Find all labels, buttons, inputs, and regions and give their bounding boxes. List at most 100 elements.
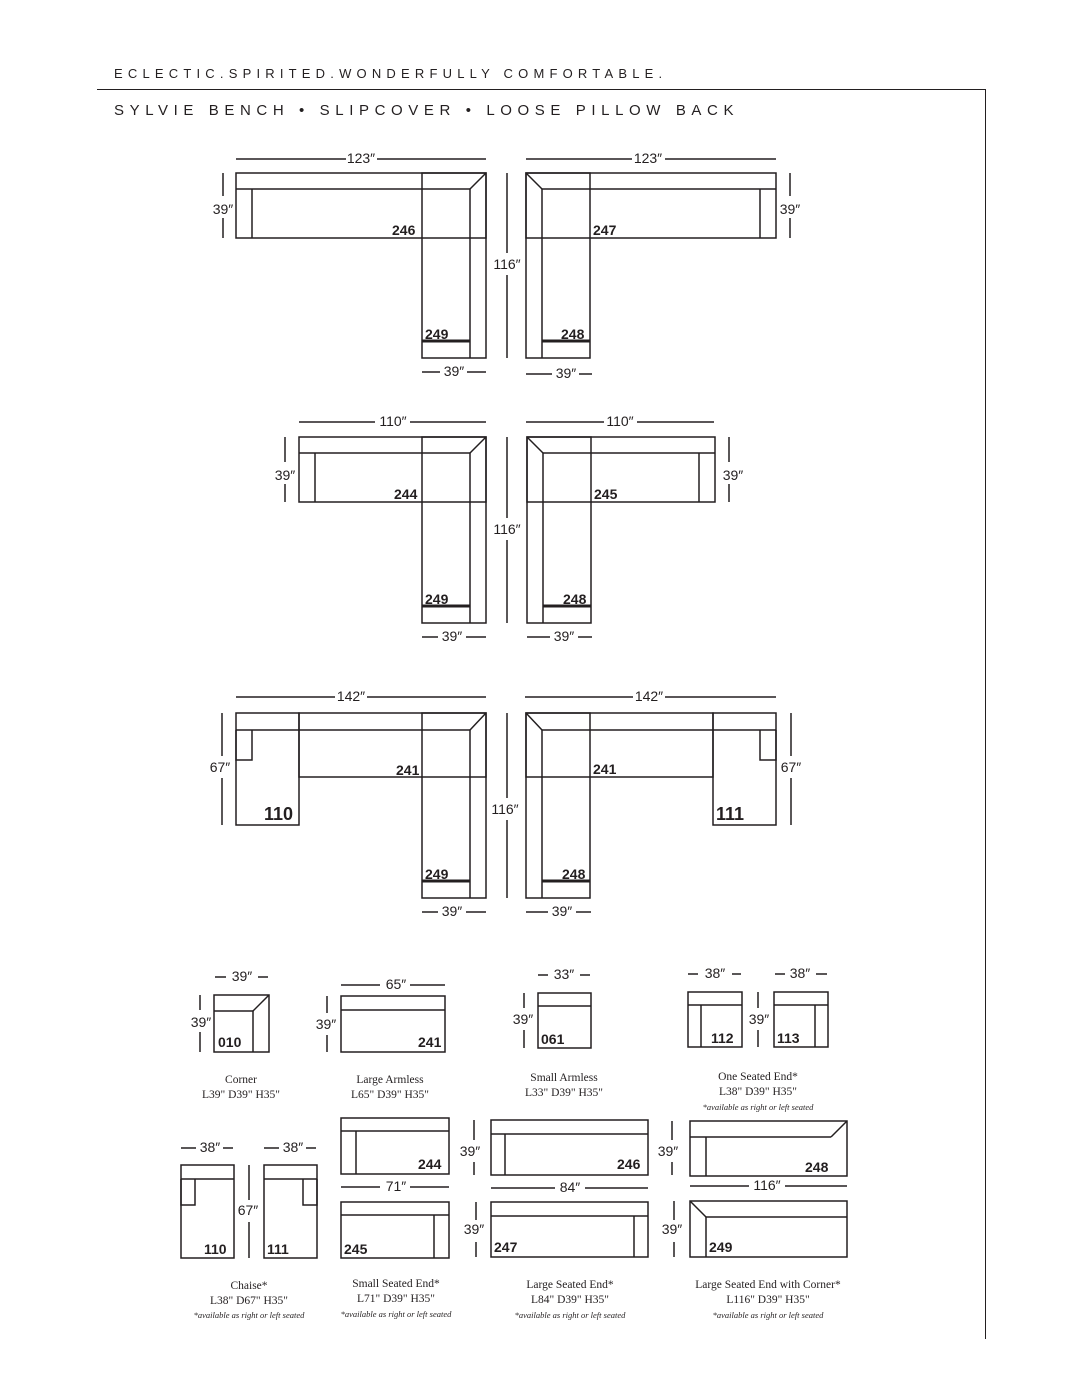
width-label: 142″ bbox=[337, 688, 365, 704]
piece-label: 244 bbox=[394, 486, 418, 502]
piece-large-armless: 65″ 39″ 241 Large Armless L65" D39" H35" bbox=[316, 976, 446, 1101]
depth-label: 67″ bbox=[238, 1202, 259, 1218]
piece-code: 247 bbox=[494, 1239, 518, 1255]
piece-note: *available as right or left seated bbox=[703, 1102, 814, 1112]
piece-label: 248 bbox=[563, 591, 587, 607]
piece-code: 111 bbox=[267, 1241, 289, 1257]
config-110-right: 110″ 39″ 245 248 39″ bbox=[526, 413, 743, 644]
width-label: 110″ bbox=[606, 413, 633, 429]
piece-corner: 39″ 39″ 010 Corner L39" D39" H35" bbox=[191, 968, 280, 1101]
piece-dims: L38" D39" H35" bbox=[719, 1086, 797, 1098]
piece-code: 110 bbox=[204, 1241, 227, 1257]
piece-note: *available as right or left seated bbox=[515, 1310, 626, 1320]
piece-label: 246 bbox=[392, 222, 416, 238]
piece-label: 110 bbox=[264, 804, 293, 824]
width-label: 38″ bbox=[200, 1139, 221, 1155]
config-110-left: 110″ 39″ 244 249 39″ bbox=[275, 413, 487, 644]
piece-code: 248 bbox=[805, 1159, 829, 1175]
piece-large-seated-end-corner: 39″ 248 116″ 39″ 249 Large Seated End wi… bbox=[658, 1120, 848, 1320]
height-label: 116″ bbox=[493, 256, 520, 272]
depth-label: 39″ bbox=[723, 467, 744, 483]
width-label: 110″ bbox=[379, 413, 406, 429]
piece-name: Small Seated End* bbox=[352, 1278, 440, 1290]
width-label: 38″ bbox=[283, 1139, 304, 1155]
depth-label: 39″ bbox=[316, 1016, 337, 1032]
width-label: 123″ bbox=[634, 150, 662, 166]
depth-label: 39″ bbox=[275, 467, 296, 483]
piece-dims: L65" D39" H35" bbox=[351, 1089, 429, 1101]
depth-label: 39″ bbox=[749, 1011, 770, 1027]
piece-label: 241 bbox=[593, 761, 617, 777]
height-label: 116″ bbox=[491, 801, 518, 817]
piece-name: Large Seated End with Corner* bbox=[695, 1279, 841, 1291]
leg-label: 39″ bbox=[552, 903, 573, 919]
piece-dims: L38" D67" H35" bbox=[210, 1295, 288, 1307]
piece-dims: L33" D39" H35" bbox=[525, 1087, 603, 1099]
leg-label: 39″ bbox=[442, 628, 463, 644]
piece-dims: L116" D39" H35" bbox=[726, 1294, 809, 1306]
page-title: SYLVIE BENCH • SLIPCOVER • LOOSE PILLOW … bbox=[114, 102, 740, 119]
piece-name: Large Seated End* bbox=[526, 1279, 614, 1291]
width-label: 38″ bbox=[790, 965, 811, 981]
height-label: 116″ bbox=[493, 521, 520, 537]
piece-large-seated-end: 39″ 246 84″ 39″ 247 Large Seated End* L8… bbox=[460, 1119, 649, 1320]
leg-label: 39″ bbox=[554, 628, 575, 644]
width-label: 39″ bbox=[232, 968, 253, 984]
config-123-height: 116″ bbox=[493, 173, 521, 358]
config-110-height: 116″ bbox=[493, 437, 521, 623]
piece-name: Corner bbox=[225, 1074, 257, 1086]
piece-label: 247 bbox=[593, 222, 617, 238]
depth-label: 39″ bbox=[658, 1143, 679, 1159]
depth-label: 39″ bbox=[513, 1011, 534, 1027]
piece-dims: L39" D39" H35" bbox=[202, 1089, 280, 1101]
piece-name: Large Armless bbox=[356, 1074, 424, 1086]
header-rule bbox=[97, 89, 986, 90]
piece-note: *available as right or left seated bbox=[713, 1310, 824, 1320]
depth-label: 39″ bbox=[464, 1221, 485, 1237]
piece-code: 113 bbox=[777, 1030, 800, 1046]
leg-label: 39″ bbox=[556, 365, 577, 381]
config-142-height: 116″ bbox=[491, 713, 519, 898]
leg-label: 39″ bbox=[442, 903, 463, 919]
width-label: 65″ bbox=[386, 976, 407, 992]
leg-label: 39″ bbox=[444, 363, 465, 379]
depth-label: 39″ bbox=[460, 1143, 481, 1159]
depth-label: 39″ bbox=[780, 201, 801, 217]
right-border-rule bbox=[985, 89, 986, 1339]
piece-code: 112 bbox=[711, 1030, 734, 1046]
config-123-right: 123″ 39″ 247 248 39″ bbox=[525, 150, 801, 381]
piece-small-seated-end: 244 71″ 245 Small Seated End* L71" D39" … bbox=[340, 1117, 452, 1319]
width-label: 123″ bbox=[347, 150, 375, 166]
piece-small-armless: 33″ 39″ 061 Small Armless L33" D39" H35" bbox=[513, 966, 603, 1099]
piece-label: 245 bbox=[594, 486, 618, 502]
depth-label: 39″ bbox=[191, 1014, 212, 1030]
piece-code: 061 bbox=[541, 1031, 565, 1047]
piece-label: 249 bbox=[425, 326, 449, 342]
piece-code: 249 bbox=[709, 1239, 733, 1255]
piece-code: 010 bbox=[218, 1034, 242, 1050]
piece-code: 244 bbox=[418, 1156, 442, 1172]
config-142-right: 142″ 67″ 111 241 248 39″ bbox=[525, 688, 801, 919]
piece-code: 245 bbox=[344, 1241, 368, 1257]
piece-chaise: 38″ 38″ 67″ 110 111 Chaise* L38" D67" H3… bbox=[180, 1139, 318, 1320]
piece-note: *available as right or left seated bbox=[194, 1310, 305, 1320]
width-label: 84″ bbox=[560, 1179, 581, 1195]
depth-label: 67″ bbox=[210, 759, 231, 775]
tagline: ECLECTIC.SPIRITED.WONDERFULLY COMFORTABL… bbox=[114, 66, 668, 81]
width-label: 38″ bbox=[705, 965, 726, 981]
piece-name: Chaise* bbox=[230, 1280, 267, 1292]
width-label: 33″ bbox=[554, 966, 575, 982]
piece-label: 248 bbox=[562, 866, 586, 882]
piece-label: 248 bbox=[561, 326, 585, 342]
piece-label: 249 bbox=[425, 866, 449, 882]
config-142-left: 142″ 67″ 110 241 249 39″ bbox=[210, 688, 487, 919]
depth-label: 39″ bbox=[213, 201, 234, 217]
piece-code: 241 bbox=[418, 1034, 442, 1050]
config-123-left: 123″ 39″ 246 249 39″ bbox=[213, 150, 487, 379]
piece-dims: L71" D39" H35" bbox=[357, 1293, 435, 1305]
piece-name: One Seated End* bbox=[718, 1071, 798, 1083]
piece-label: 111 bbox=[716, 804, 744, 824]
width-label: 116″ bbox=[753, 1177, 780, 1193]
piece-label: 241 bbox=[396, 762, 420, 778]
